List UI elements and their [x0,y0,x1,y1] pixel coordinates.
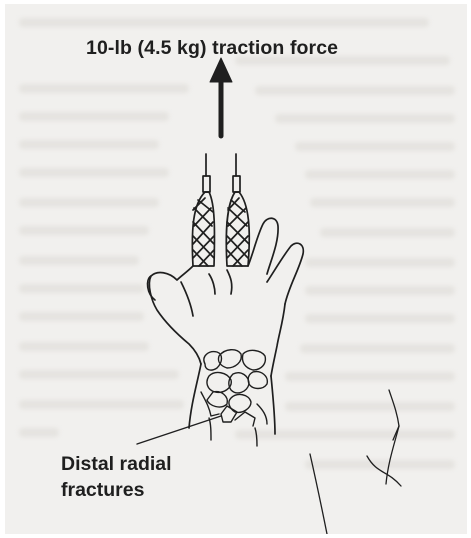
fracture-label-line1: Distal radial [61,451,281,477]
fracture-label-line2: fractures [61,477,281,503]
finger-trap-index [192,192,214,266]
traction-force-label: 10-lb (4.5 kg) traction force [86,37,456,60]
stray-pen-marks [310,390,401,534]
traction-arrow [210,58,232,136]
fracture-leader-line [137,416,221,444]
book-page: 10-lb (4.5 kg) traction force Distal rad… [5,4,467,534]
fracture-label: Distal radial fractures [61,451,281,503]
traction-cords [203,154,240,192]
wrist-bones [201,350,267,446]
finger-trap-middle [226,192,249,266]
hand-outline [148,218,304,434]
